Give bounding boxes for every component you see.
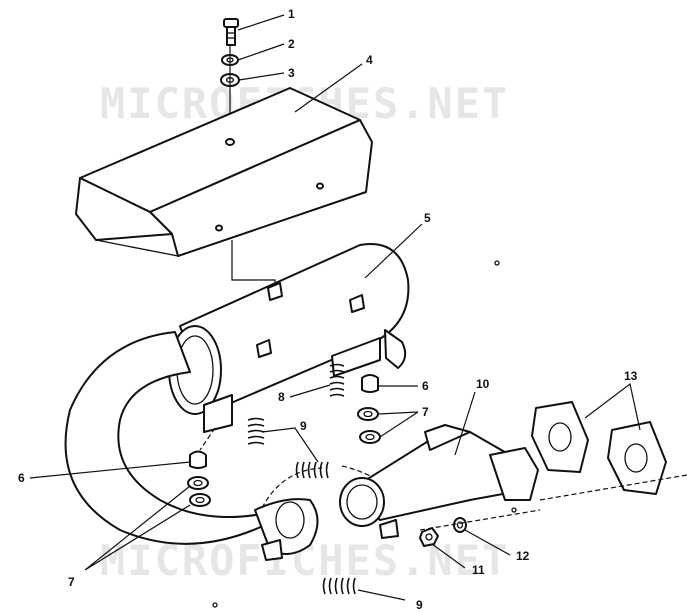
stud-axis-line [419,509,541,531]
spring-middle [247,417,265,445]
leader-8 [289,384,331,398]
callout-6-left: 6 [18,471,25,485]
mount-axis-line [539,474,687,501]
heat-shield [75,87,373,257]
gasket-2 [607,421,667,495]
callout-7-left: 7 [68,575,75,589]
washer-right-2 [359,430,381,444]
leader-12 [464,529,511,556]
leader-1 [237,14,285,31]
washer-left-2 [189,493,211,507]
callout-5: 5 [424,211,431,225]
leader-5 [364,223,423,279]
gasket-1 [531,401,589,473]
exhaust-manifold [339,424,539,539]
grommet-left [189,450,207,469]
callout-8: 8 [278,390,285,404]
mark-dot [212,602,218,608]
callout-1: 1 [288,7,295,21]
leader-7a-1 [377,411,419,415]
callout-10: 10 [476,377,490,391]
leader-2 [237,43,285,61]
grommet-path-dashed [199,427,216,451]
leader-7a-2 [379,411,419,438]
washer-small [453,517,467,533]
leader-7b [84,485,191,571]
leader-11 [431,543,466,569]
leader-9b [357,589,406,601]
spring-path-dashed [261,467,323,509]
leader-9a [261,427,319,463]
callout-7-right: 7 [422,405,429,419]
callout-11: 11 [472,563,485,577]
callout-6-right: 6 [422,379,429,393]
leader-4 [294,63,363,113]
callout-13: 13 [624,369,638,383]
callout-3: 3 [288,66,295,80]
washer-right-1 [357,407,379,421]
callout-2: 2 [288,37,295,51]
leader-3 [238,72,285,81]
callout-9-bottom: 9 [416,598,423,612]
nut [419,527,439,547]
callout-12: 12 [516,549,530,563]
grommet-right [361,374,379,393]
leader-6b [29,461,191,479]
washer-left-1 [187,476,209,490]
leader-10 [454,391,476,456]
bolt [223,18,239,46]
callout-4: 4 [366,53,373,67]
leader-13 [584,382,641,431]
mark-dot-2 [494,260,500,266]
spring-bottom [322,577,356,595]
head-pipe [64,331,319,561]
spring-upper [329,363,345,397]
spring-horizontal [295,461,329,479]
callout-9-upper: 9 [300,419,307,433]
muffler [168,243,410,433]
